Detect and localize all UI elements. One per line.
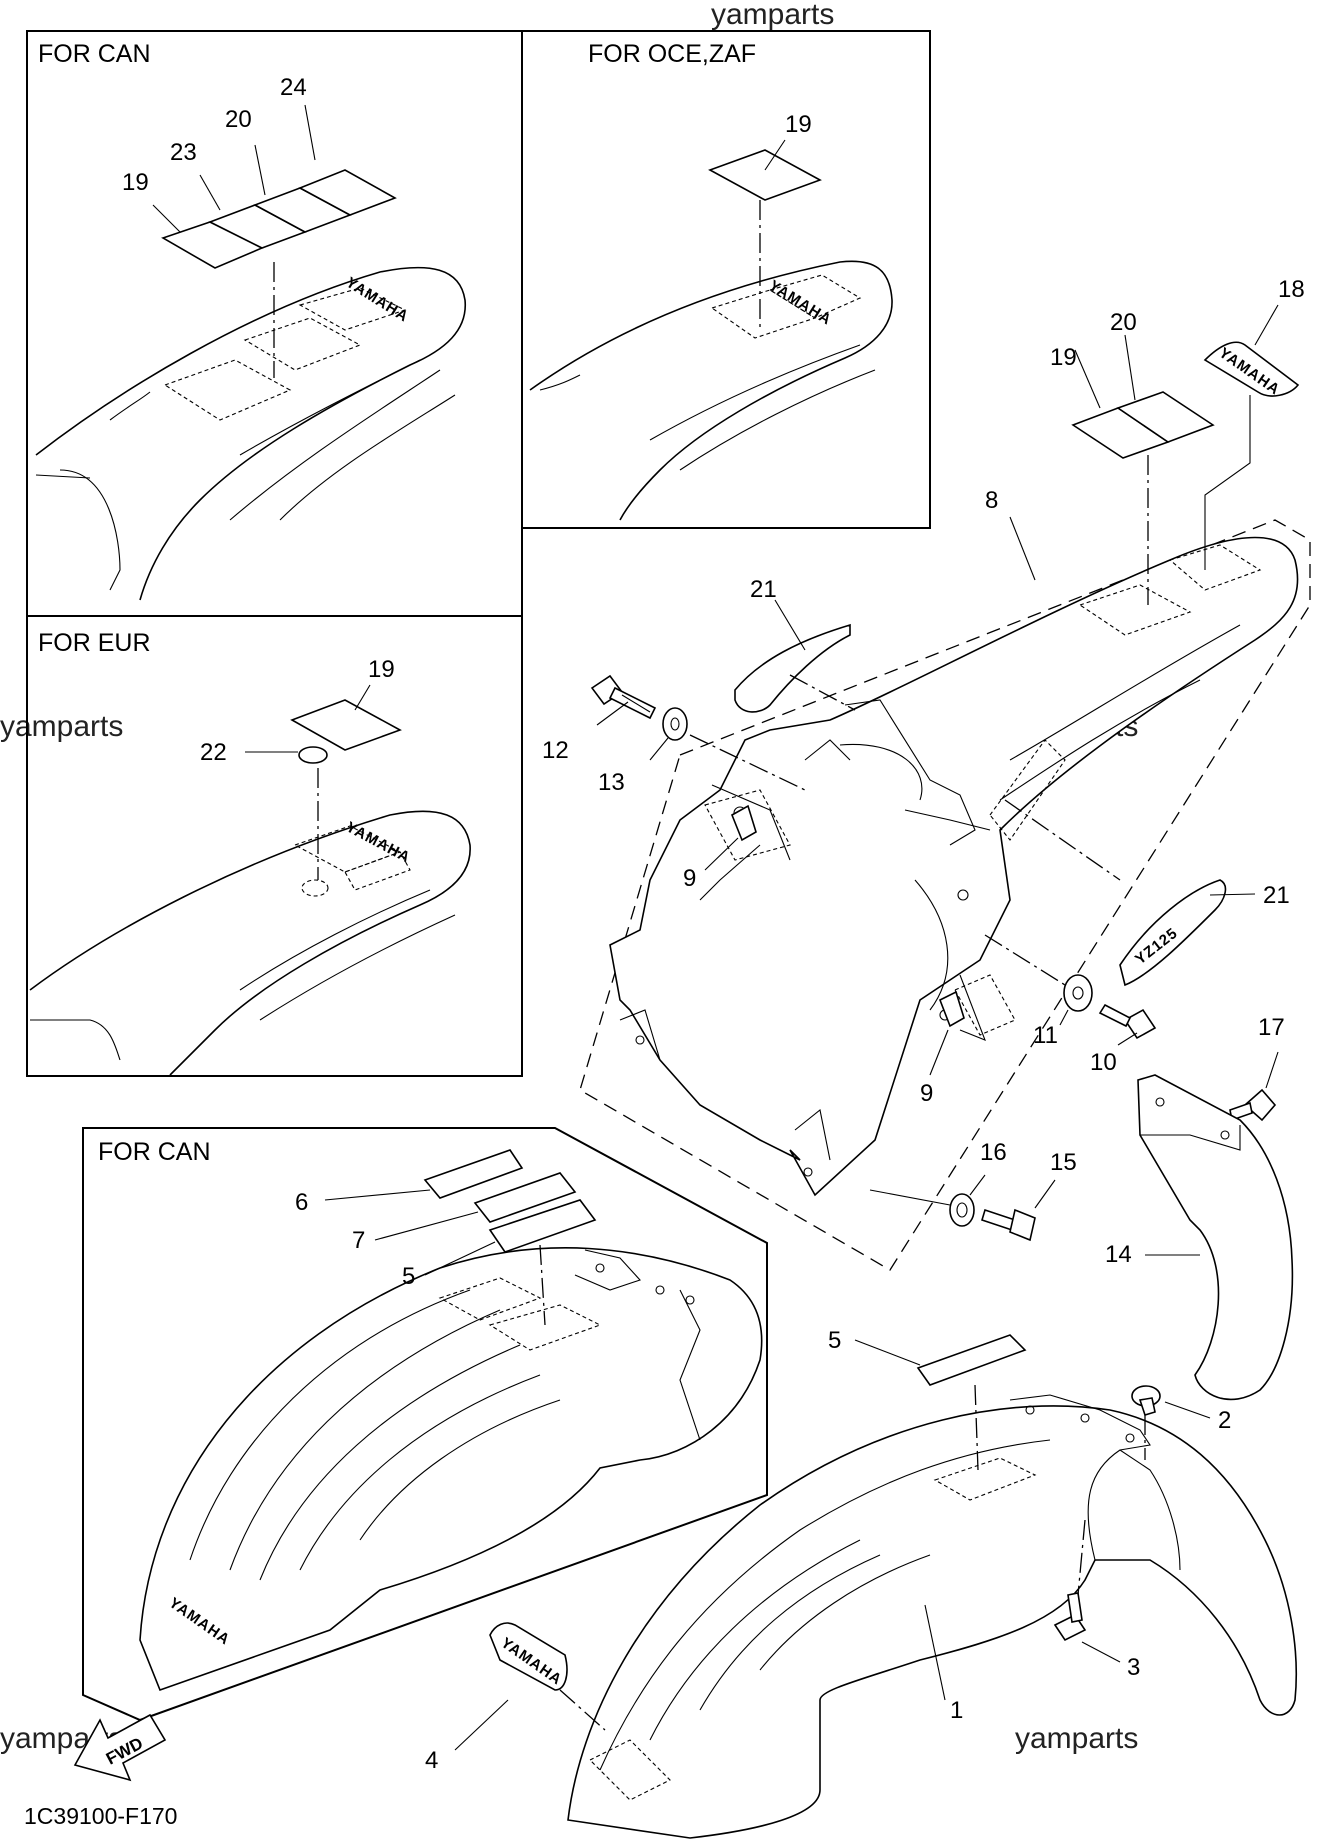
- rear-fender-decals: YAMAHA 18 20 19 21 YZ125 21: [734, 276, 1305, 987]
- callout-19: 19: [122, 169, 149, 196]
- callout-18: 18: [1278, 276, 1305, 303]
- callout-9-upper: 9: [683, 865, 696, 892]
- callout-17: 17: [1258, 1014, 1285, 1041]
- callout-19: 19: [368, 656, 395, 683]
- decal-6: [423, 1149, 524, 1199]
- callout-11: 11: [1033, 1022, 1058, 1049]
- rear-fender-assembly: 8: [579, 487, 1311, 1271]
- decal-18: [1203, 341, 1300, 397]
- front-fender-assembly: 5 2 3 YAMAHA 4 1: [425, 1327, 1298, 1839]
- seat-logo: YAMAHA: [766, 277, 835, 329]
- callout-7: 7: [352, 1227, 365, 1254]
- decal-19: [708, 149, 822, 201]
- washer-13: 13: [598, 707, 806, 796]
- fender-outline: [139, 1247, 763, 1692]
- seat-outline: [29, 810, 471, 1076]
- seat-outline: [529, 260, 893, 521]
- callout-14: 14: [1105, 1241, 1132, 1268]
- nut-9-upper: 9: [683, 784, 791, 892]
- callout-1: 1: [950, 1697, 963, 1724]
- arrow-icon: [73, 1713, 167, 1782]
- decal-19: [290, 699, 402, 751]
- decal-22: [298, 746, 328, 764]
- callout-8: 8: [985, 487, 998, 514]
- assembly-boundary: [579, 519, 1311, 1271]
- cap-2: 2: [1131, 1385, 1231, 1460]
- rear-fasteners: 12 13 9 9 11: [542, 674, 1157, 1107]
- callout-19: 19: [785, 111, 812, 138]
- screw-15: 15: [981, 1149, 1077, 1242]
- inset-oce-zaf: FOR OCE,ZAF YAMAHA 19: [521, 30, 931, 529]
- washer-11: 11: [984, 934, 1093, 1049]
- decal-21-left: [734, 623, 851, 713]
- decal-7: [473, 1172, 577, 1223]
- callout-15: 15: [1050, 1149, 1077, 1176]
- inset-frame: [82, 1127, 768, 1722]
- callout-23: 23: [170, 139, 197, 166]
- nut-9-lower: 9: [920, 974, 986, 1107]
- inset-eur: FOR EUR YAMAHA 19 22: [26, 615, 523, 1077]
- decal-4: YAMAHA 4: [425, 1622, 606, 1774]
- flap-assembly: 16 15 17 14: [869, 1014, 1294, 1401]
- inset-label: FOR OCE,ZAF: [588, 40, 756, 68]
- callout-24: 24: [280, 74, 307, 101]
- inset-can-fender: FOR CAN YAMAHA 6 7 5: [82, 1127, 768, 1722]
- callout-22: 22: [200, 739, 227, 766]
- callout-19-main: 19: [1050, 344, 1077, 371]
- decal-21-right: [1119, 879, 1227, 987]
- callout-20-main: 20: [1110, 309, 1137, 336]
- callout-3: 3: [1127, 1654, 1140, 1681]
- bolt-12: 12: [542, 674, 657, 764]
- rear-fender: [609, 536, 1299, 1197]
- inset-label: FOR CAN: [98, 1138, 211, 1166]
- decal-5: [488, 1199, 597, 1253]
- decal-20-main: [1116, 391, 1215, 443]
- callout-20: 20: [225, 106, 252, 133]
- watermark-bottom-right: yamparts: [1015, 1722, 1138, 1755]
- inset-frame: [26, 615, 523, 1077]
- screw-17: 17: [1229, 1014, 1285, 1122]
- watermark-left: yamparts: [0, 710, 123, 743]
- callout-10: 10: [1090, 1049, 1117, 1076]
- decal-24: [298, 169, 397, 216]
- callout-16: 16: [980, 1139, 1007, 1166]
- callout-2: 2: [1218, 1407, 1231, 1434]
- collar-16: 16: [869, 1139, 1007, 1227]
- decal-5-main: [916, 1334, 1027, 1386]
- callout-6: 6: [295, 1189, 308, 1216]
- watermark-top: yamparts: [711, 0, 834, 31]
- front-fender-1: [567, 1405, 1298, 1839]
- bolt-10: 10: [1090, 1003, 1157, 1076]
- bolt-3: 3: [1053, 1519, 1140, 1681]
- seat-outline: [35, 266, 466, 601]
- inset-label: FOR CAN: [38, 40, 151, 68]
- callout-5: 5: [402, 1263, 415, 1290]
- inset-frame: [26, 30, 523, 617]
- callout-21-right: 21: [1263, 882, 1290, 909]
- callout-13: 13: [598, 769, 625, 796]
- fender-logo: YAMAHA: [166, 1594, 233, 1648]
- diagram-code: 1C39100-F170: [24, 1803, 177, 1829]
- callout-21-left: 21: [750, 576, 777, 603]
- callout-4: 4: [425, 1747, 438, 1774]
- mud-flap-14: [1137, 1074, 1294, 1401]
- callout-9-lower: 9: [920, 1080, 933, 1107]
- callout-12: 12: [542, 737, 569, 764]
- callout-5-main: 5: [828, 1327, 841, 1354]
- inset-label: FOR EUR: [38, 629, 151, 657]
- inset-frame: [521, 30, 931, 529]
- seat-logo: YAMAHA: [343, 274, 412, 326]
- inset-can-seat: FOR CAN YAMAHA 19 23 20 24: [26, 30, 523, 617]
